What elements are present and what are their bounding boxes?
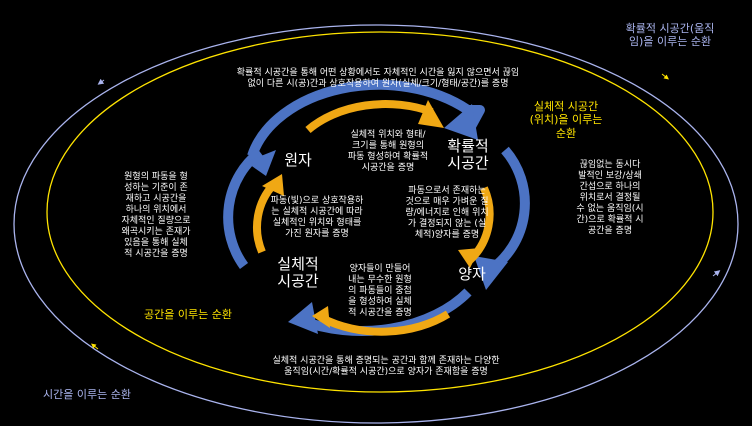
inner-ellipse: [46, 31, 714, 393]
center-top-text: 실체적 위치와 형태/ 크기를 통해 원형의 파동 형성하여 확률적 시공간을 …: [347, 130, 429, 173]
top-description: 확률적 시공간을 통해 어떤 상황에서도 자체적인 시간을 잃지 않으면서 끊임…: [236, 68, 520, 89]
gold-arrow-right: [458, 186, 494, 268]
outer-cycle-label-prob: 확률적 시공간(움직 임)을 이루는 순환: [625, 22, 715, 49]
gold-arrow-left: [253, 174, 284, 254]
bottom-description: 실체적 시공간을 통해 증명되는 공간과 함께 존재하는 다양한 움직임(시간/…: [272, 356, 500, 377]
node-yangja: 양자: [458, 265, 486, 283]
inner-cycle-label-space: 공간을 이루는 순환: [144, 308, 232, 321]
center-left-text: 파동(빛)으로 상호작용하 는 실체적 시공간에 따라 실체적인 위치와 형태를…: [270, 196, 364, 239]
blue-arrow-left: [223, 148, 276, 269]
node-wonja: 원자: [284, 151, 312, 169]
center-bottom-text: 양자들이 만들어 내는 무수한 원형 의 파동들이 중첩 을 형성하여 실체 적…: [348, 264, 412, 318]
inner-arrow-bottom-left: [91, 343, 99, 350]
inner-arrow-top-right: [661, 73, 669, 80]
outer-arrow-top-left: [97, 78, 105, 85]
inner-cycle-label-silche: 실체적 시공간 (위치)을 이루는 순환: [529, 100, 603, 140]
node-hwakryul: 확률적 시공간: [447, 137, 489, 173]
gold-arrow-bottom: [312, 306, 451, 336]
left-description: 원형의 파동을 형 성하는 기준이 존 재하고 시공간을 하나의 위치에서 자체…: [121, 172, 191, 259]
node-silche: 실체적 시공간: [277, 255, 319, 291]
outer-cycle-label-time: 시간을 이루는 순환: [43, 388, 131, 401]
center-right-text: 파동으로서 존재하는 것으로 매우 가벼운 질 량/에너지로 인해 위치 가 결…: [405, 186, 489, 240]
outer-ellipse: [13, 24, 739, 424]
blue-arrow-top: [247, 79, 485, 158]
outer-arrow-bottom-right: [712, 270, 721, 277]
gold-arrow-top: [305, 100, 444, 134]
blue-arrow-right: [474, 146, 530, 290]
right-description: 끊임없는 동시다 발적인 보강/상쇄 간섭으로 하나의 위치로서 결정될 수 없…: [576, 160, 644, 236]
